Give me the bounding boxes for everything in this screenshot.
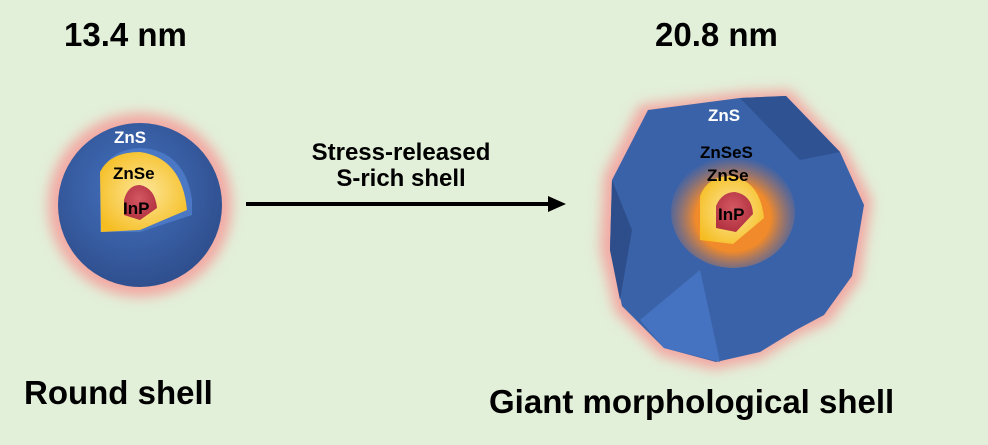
transformation-arrow [246,196,566,212]
inp-core [124,185,157,220]
giant-shell-particle [600,90,872,370]
right-size-label: 20.8 nm [655,16,778,53]
round-shell-particle [48,113,232,297]
left-size-label: 13.4 nm [64,16,187,53]
right-zns-label: ZnS [708,106,741,125]
left-zns-label: ZnS [114,128,147,147]
right-caption: Giant morphological shell [489,383,895,420]
left-znse-label: ZnSe [113,164,155,183]
left-caption: Round shell [24,374,213,411]
right-znse-label: ZnSe [707,166,749,185]
arrow-label-line2: S-rich shell [336,165,466,192]
inp-core [716,192,753,232]
right-znses-label: ZnSeS [700,143,753,162]
left-inp-label: InP [123,199,150,218]
arrow-label-line1: Stress-released [311,139,491,166]
arrow-label: Stress-released S-rich shell [266,140,536,192]
right-inp-label: InP [718,205,745,224]
